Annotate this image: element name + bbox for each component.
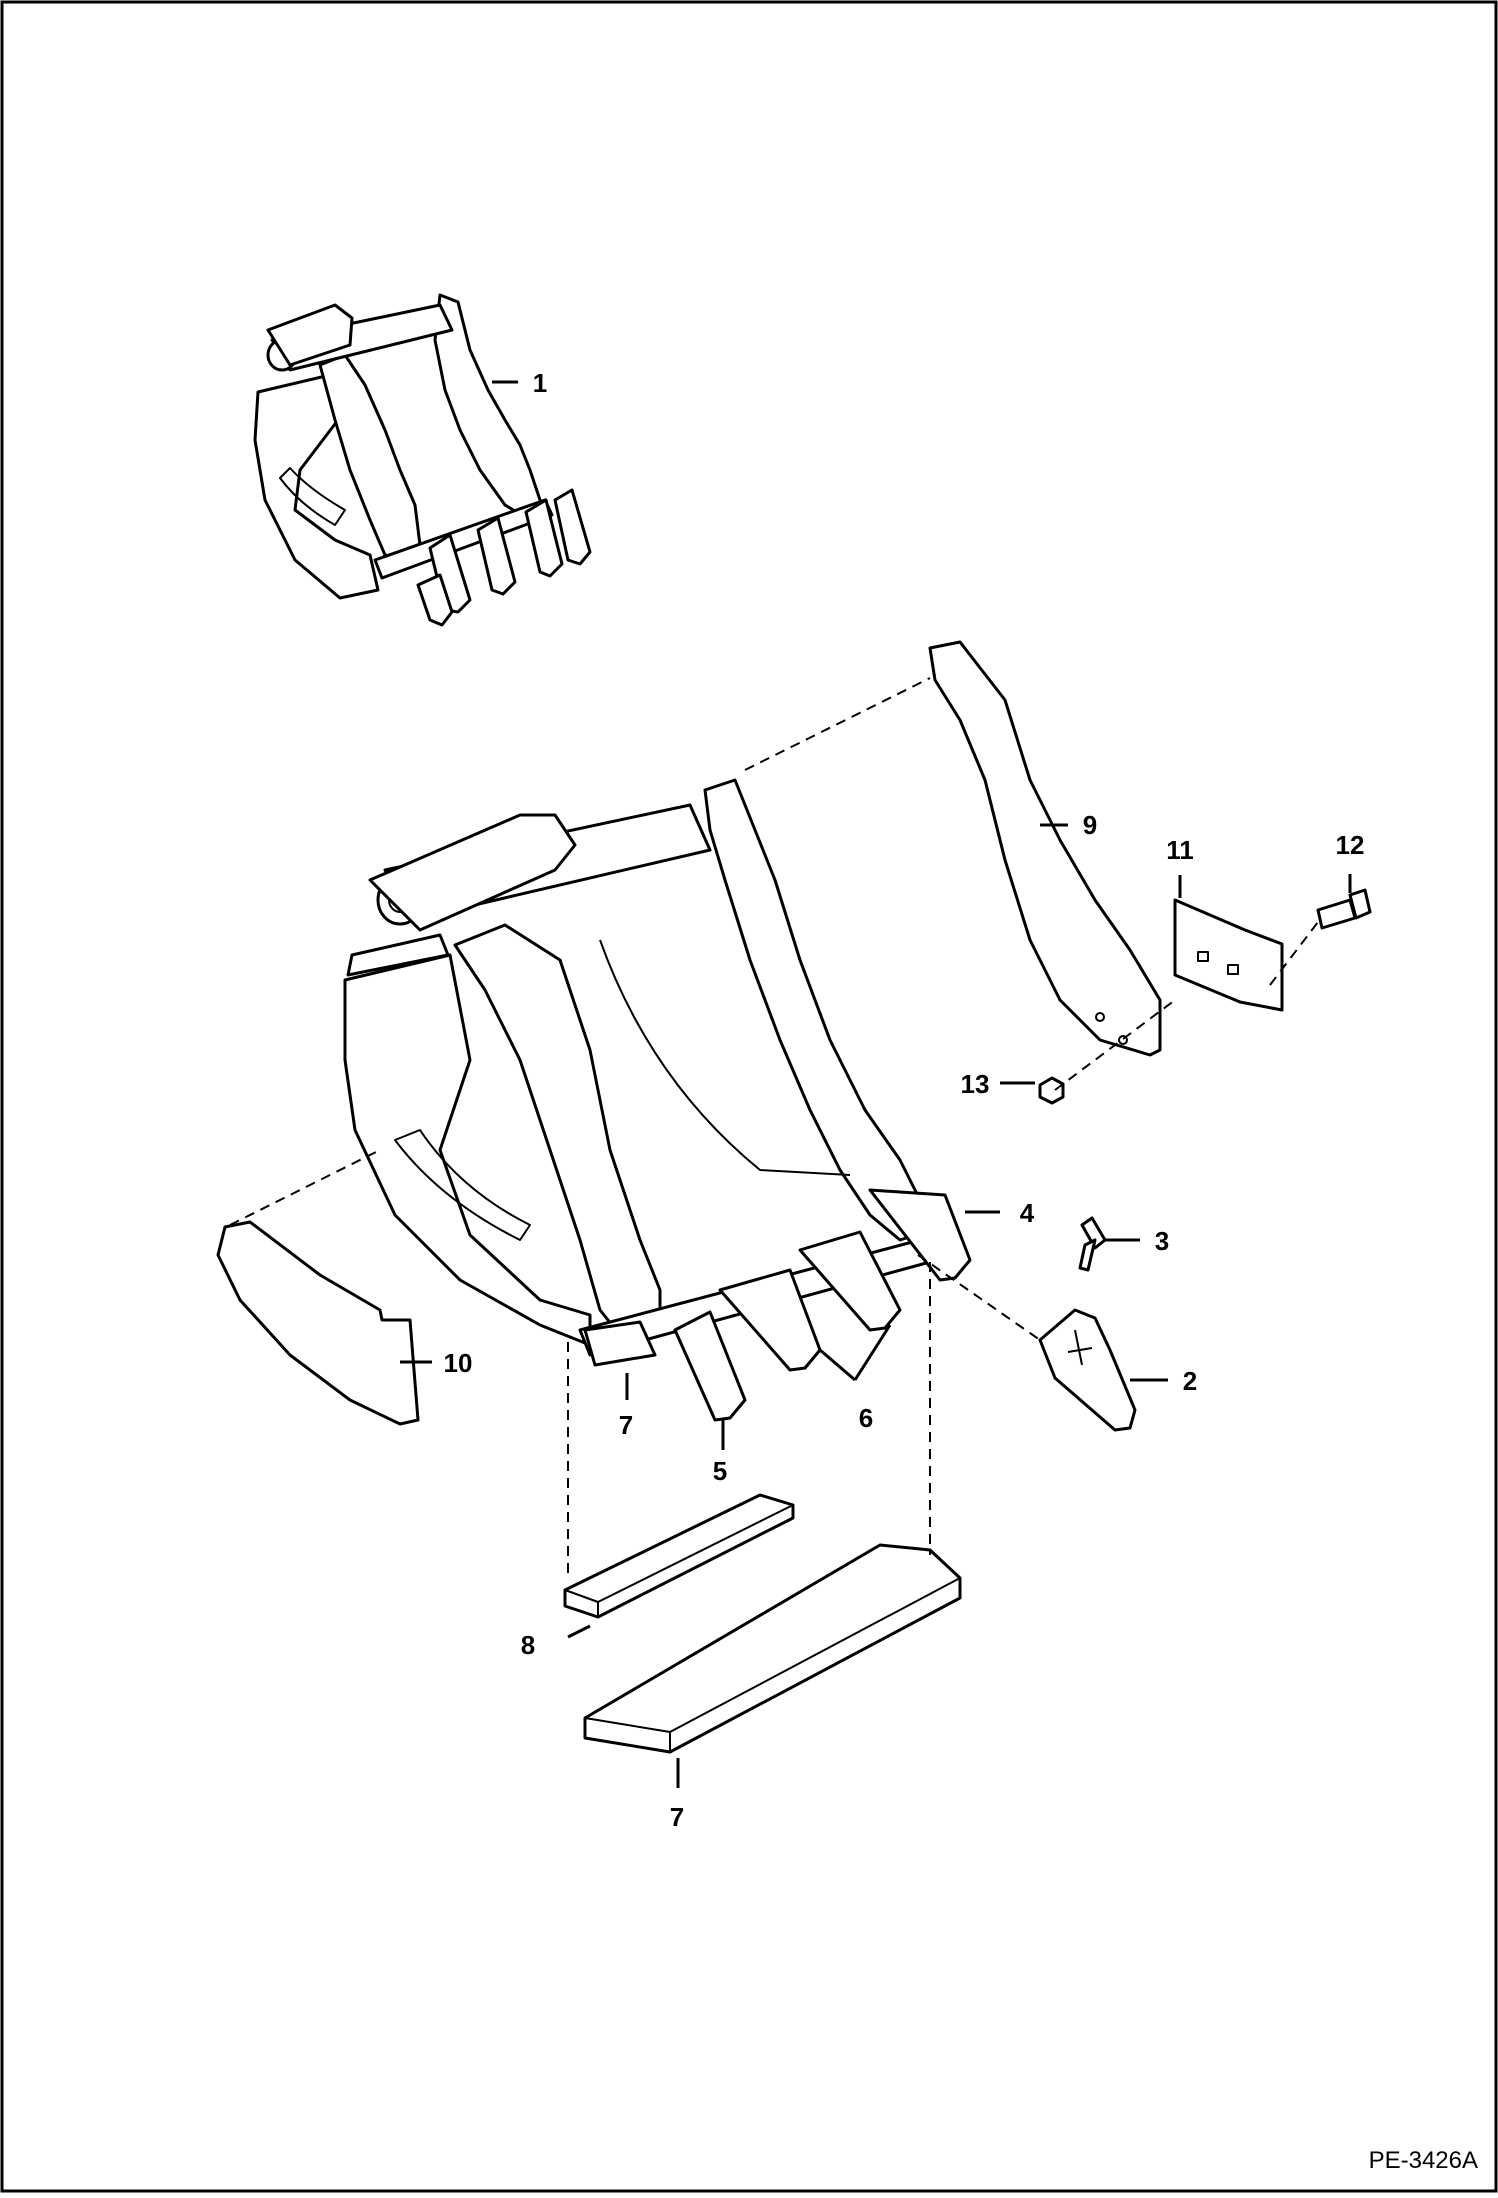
cutting-edge-part bbox=[583, 1543, 962, 1754]
assembled-bucket-illustration bbox=[253, 293, 592, 627]
callout-7-lower: 7 bbox=[670, 1802, 684, 1832]
callout-10: 10 bbox=[444, 1348, 473, 1378]
callout-6: 6 bbox=[859, 1403, 873, 1433]
exploded-bucket-illustration bbox=[343, 778, 972, 1422]
document-id: PE-3426A bbox=[1369, 2147, 1478, 2174]
callout-1: 1 bbox=[533, 368, 547, 398]
assembly-lines bbox=[229, 677, 1319, 1580]
side-plate-part bbox=[928, 640, 1162, 1057]
callout-12: 12 bbox=[1336, 830, 1365, 860]
callout-9: 9 bbox=[1083, 810, 1097, 840]
callout-5: 5 bbox=[713, 1456, 727, 1486]
callout-3: 3 bbox=[1155, 1226, 1169, 1256]
callout-2: 2 bbox=[1183, 1366, 1197, 1396]
leader-lines bbox=[400, 380, 1352, 1788]
nut-part bbox=[1038, 1076, 1065, 1105]
bolt-part bbox=[1316, 888, 1372, 930]
callout-4: 4 bbox=[1020, 1198, 1035, 1228]
callout-11: 11 bbox=[1166, 835, 1194, 865]
callout-8: 8 bbox=[521, 1630, 535, 1660]
callout-7-upper: 7 bbox=[619, 1410, 633, 1440]
callout-13: 13 bbox=[961, 1069, 990, 1099]
callout-labels: 1 2 3 4 5 6 7 7 8 9 10 11 12 13 bbox=[444, 368, 1365, 1832]
side-cutter-part bbox=[1173, 898, 1284, 1012]
wear-plate-part bbox=[216, 1220, 420, 1426]
tooth-part bbox=[1038, 1308, 1137, 1432]
wear-strip-part bbox=[563, 1493, 795, 1619]
